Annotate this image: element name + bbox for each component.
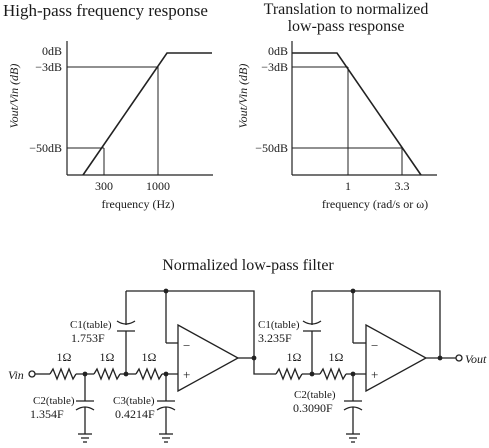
stage1-c3-value: 0.4214F bbox=[115, 407, 155, 421]
ground-icon bbox=[159, 433, 173, 443]
lowpass-title-line1: Translation to normalized bbox=[264, 1, 429, 18]
stage1-resistor-1 bbox=[49, 367, 77, 381]
stage1-opamp-plus: + bbox=[183, 367, 190, 382]
stage2-opamp-plus: + bbox=[371, 367, 378, 382]
highpass-xtick-300: 300 bbox=[95, 179, 113, 193]
stage1-r1-label: 1Ω bbox=[57, 350, 72, 364]
highpass-ytick-minus3db: −3dB bbox=[35, 60, 62, 74]
highpass-plot: High-pass frequency response 0dB −3dB −5… bbox=[3, 1, 213, 211]
stage2-top-node bbox=[350, 288, 356, 294]
lowpass-ytick-minus3db: −3dB bbox=[261, 60, 288, 74]
stage2-c2-value: 0.3090F bbox=[293, 401, 333, 415]
ground-icon bbox=[346, 433, 360, 443]
stage1-c1-value: 1.753F bbox=[71, 331, 105, 345]
output-label: Vout bbox=[465, 352, 487, 366]
highpass-xlabel: frequency (Hz) bbox=[102, 197, 175, 211]
stage2-resistor-2 bbox=[319, 367, 347, 381]
lowpass-ytick-minus50db: −50dB bbox=[255, 141, 288, 155]
ground-icon bbox=[78, 433, 92, 443]
stage1-resistor-2 bbox=[93, 367, 121, 381]
stage1-r3-label: 1Ω bbox=[142, 350, 157, 364]
input-terminal bbox=[28, 370, 36, 378]
stage1-c2-name: C2(table) bbox=[33, 395, 75, 407]
stage1-top-wire bbox=[126, 290, 255, 358]
stage1-r2-label: 1Ω bbox=[100, 350, 115, 364]
stage1-opamp bbox=[177, 323, 240, 393]
stage1-resistor-3 bbox=[135, 367, 163, 381]
lowpass-response-curve bbox=[292, 52, 422, 176]
input-label: Vin bbox=[8, 368, 24, 382]
lowpass-xtick-1: 1 bbox=[345, 179, 351, 193]
stage2-c2-name: C2(table) bbox=[294, 389, 336, 401]
highpass-xtick-1000: 1000 bbox=[146, 179, 170, 193]
stage2-r2-label: 1Ω bbox=[329, 350, 344, 364]
stage2-c1-name: C1(table) bbox=[258, 319, 300, 331]
lowpass-ylabel: Vout/Vin (dB) bbox=[236, 64, 250, 129]
stage1-c2-value: 1.354F bbox=[30, 407, 64, 421]
stage2-opamp bbox=[365, 323, 428, 393]
lowpass-title-line2: low-pass response bbox=[288, 18, 405, 35]
stage2-resistor-1 bbox=[275, 367, 303, 381]
stage2-opamp-minus: − bbox=[371, 338, 378, 353]
inter-stage-wire bbox=[253, 358, 276, 375]
highpass-title: High-pass frequency response bbox=[3, 1, 208, 20]
stage2-output-node bbox=[437, 355, 443, 361]
lowpass-xlabel: frequency (rad/s or ω) bbox=[322, 197, 428, 211]
highpass-ylabel: Vout/Vin (dB) bbox=[7, 64, 21, 129]
circuit-title: Normalized low-pass filter bbox=[162, 257, 334, 274]
lowpass-ytick-0db: 0dB bbox=[268, 44, 288, 58]
highpass-ytick-minus50db: −50dB bbox=[29, 141, 62, 155]
output-terminal bbox=[455, 354, 463, 362]
stage1-top-node bbox=[163, 288, 169, 294]
stage1-c1-name: C1(table) bbox=[70, 319, 112, 331]
lowpass-xtick-3.3: 3.3 bbox=[395, 179, 410, 193]
highpass-response-curve bbox=[82, 52, 212, 176]
stage2-r1-label: 1Ω bbox=[287, 350, 302, 364]
lowpass-filter-circuit: Normalized low-pass filter Vin 1Ω 1Ω 1Ω … bbox=[8, 257, 487, 443]
stage2-c1-value: 3.235F bbox=[258, 331, 292, 345]
highpass-ytick-0db: 0dB bbox=[42, 44, 62, 58]
stage1-c3-name: C3(table) bbox=[113, 395, 155, 407]
lowpass-plot: Translation to normalized low-pass respo… bbox=[236, 1, 437, 211]
stage1-opamp-minus: − bbox=[183, 338, 190, 353]
